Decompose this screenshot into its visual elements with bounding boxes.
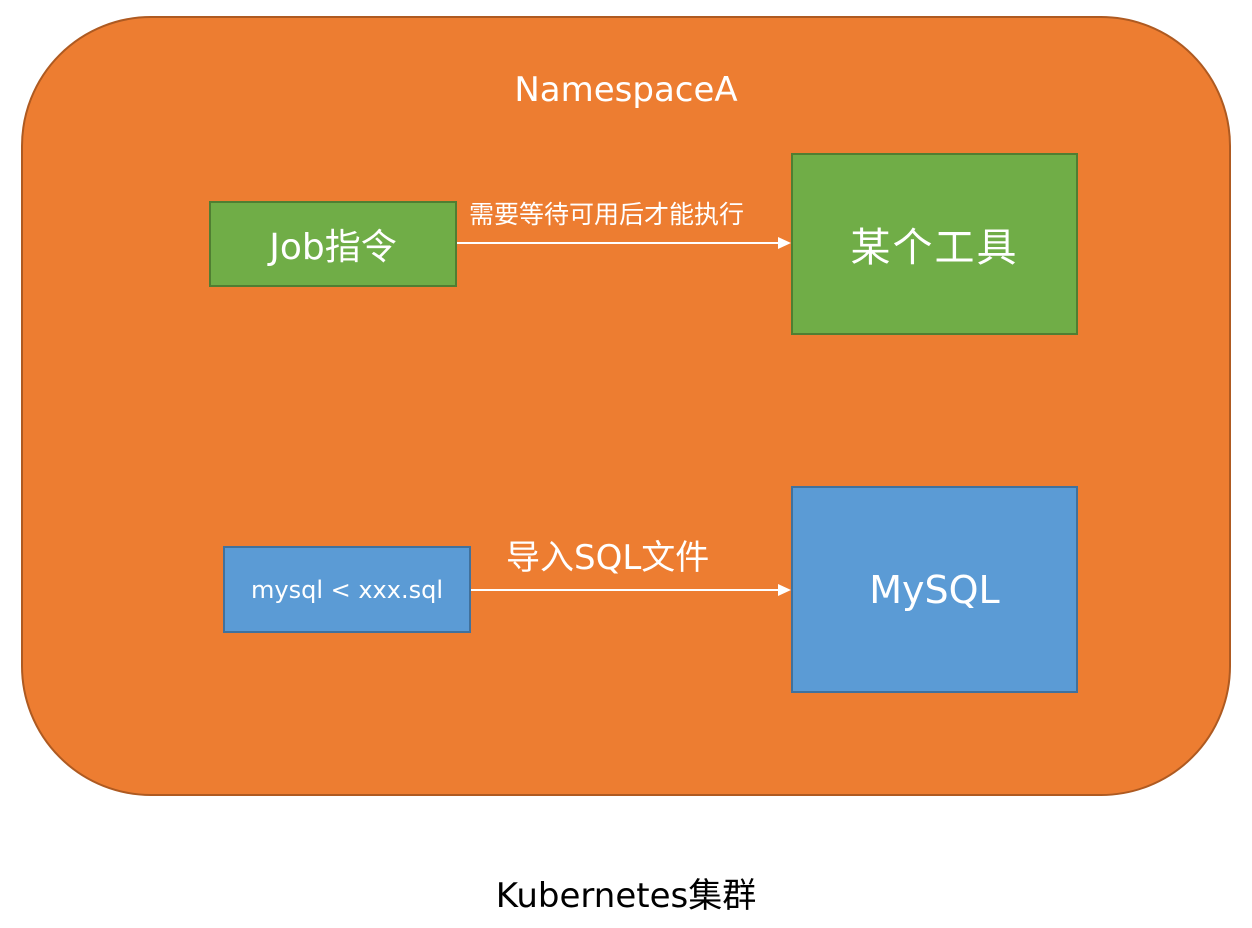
- mysql-import-command-box: mysql < xxx.sql: [223, 546, 471, 633]
- cluster-label: Kubernetes集群: [495, 876, 757, 916]
- mysql-box: MySQL: [791, 486, 1078, 693]
- namespace-title: NamespaceA: [514, 70, 738, 110]
- tool-box: 某个工具: [791, 153, 1078, 335]
- edge-job-to-tool-label: 需要等待可用后才能执行: [469, 200, 745, 229]
- edge-command-to-mysql-label: 导入SQL文件: [506, 538, 710, 578]
- job-command-box: Job指令: [209, 201, 457, 287]
